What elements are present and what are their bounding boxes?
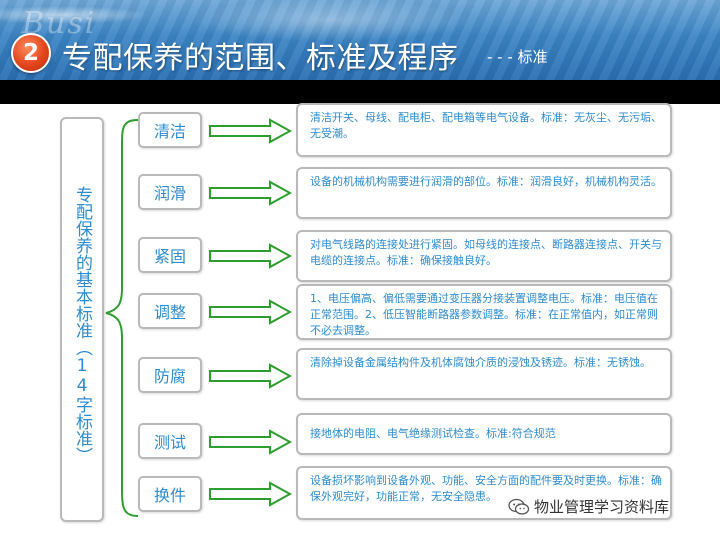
section-number-badge: 2 xyxy=(11,33,51,73)
item-description-lubrication: 设备的机械机构需要进行润滑的部位。标准：润滑良好，机械机构灵活。 xyxy=(296,167,672,219)
item-label-anticorrosion: 防腐 xyxy=(138,357,202,393)
source-watermark: 物业管理学习资料库 xyxy=(508,496,669,517)
right-arrow-icon xyxy=(208,180,292,206)
right-arrow-icon xyxy=(208,118,292,144)
item-label-adjustment: 调整 xyxy=(138,293,202,329)
item-description-cleaning: 清洁开关、母线、配电柜、配电箱等电气设备。标准：无灰尘、无污垢、无受潮。 xyxy=(296,103,672,157)
item-description-adjustment: 1、电压偏高、偏低需要通过变压器分接装置调整电压。标准：电压值在正常范围。2、低… xyxy=(296,284,672,340)
item-description-anticorrosion: 清除掉设备金属结构件及机体腐蚀介质的浸蚀及锈迹。标准：无锈蚀。 xyxy=(296,348,672,400)
item-label-cleaning: 清洁 xyxy=(138,112,202,148)
page-title: 专配保养的范围、标准及程序 xyxy=(62,33,459,77)
curly-brace-connector xyxy=(104,118,140,518)
item-description-testing: 接地体的电阻、电气绝缘测试检查。标准:符合规范 xyxy=(296,413,672,455)
watermark-text: 物业管理学习资料库 xyxy=(534,496,669,517)
right-arrow-icon xyxy=(208,299,292,325)
page-subtitle: - - - 标准 xyxy=(487,46,548,67)
header-banner: Busi 2 专配保养的范围、标准及程序 - - - 标准 xyxy=(0,0,720,80)
right-arrow-icon xyxy=(208,481,292,507)
item-label-lubrication: 润滑 xyxy=(138,174,202,210)
right-arrow-icon xyxy=(208,429,292,455)
item-label-fastening: 紧固 xyxy=(138,237,202,273)
item-label-testing: 测试 xyxy=(138,423,202,459)
right-arrow-icon xyxy=(208,243,292,269)
item-description-fastening: 对电气线路的连接处进行紧固。如母线的连接点、断路器连接点、开关与电缆的连接点。标… xyxy=(296,230,672,282)
header-divider-bar xyxy=(0,80,720,104)
item-label-replacement: 换件 xyxy=(138,476,202,512)
left-category-label: 专配保养的基本标准（14字标准） xyxy=(60,186,104,464)
wechat-icon xyxy=(508,498,530,516)
right-arrow-icon xyxy=(208,363,292,389)
